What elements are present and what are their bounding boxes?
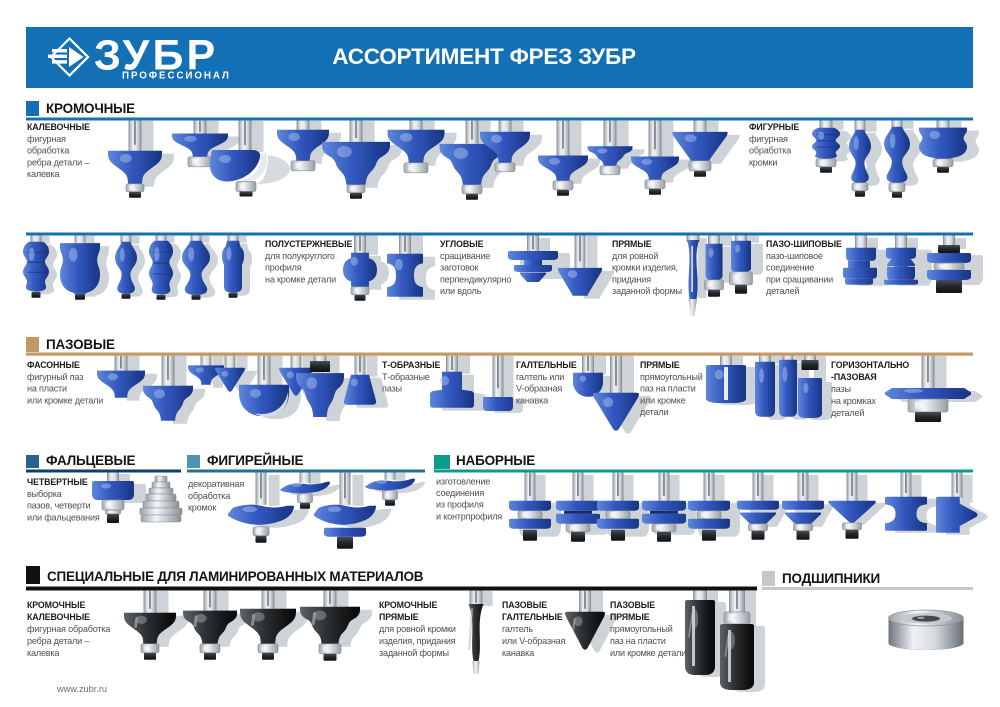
svg-text:кромки: кромки	[749, 157, 777, 167]
svg-text:профиля: профиля	[265, 263, 302, 273]
svg-text:СПЕЦИАЛЬНЫЕ ДЛЯ ЛАМИНИРОВАННЫХ: СПЕЦИАЛЬНЫЕ ДЛЯ ЛАМИНИРОВАННЫХ МАТЕРИАЛО…	[47, 569, 424, 584]
svg-text:или кромке детали: или кромке детали	[610, 648, 686, 658]
svg-text:V-образная: V-образная	[516, 384, 562, 394]
svg-text:или вдоль: или вдоль	[440, 286, 482, 296]
svg-text:-ПАЗОВАЯ: -ПАЗОВАЯ	[831, 372, 877, 382]
svg-text:или фальцевания: или фальцевания	[27, 512, 100, 522]
svg-text:КРОМОЧНЫЕ: КРОМОЧНЫЕ	[27, 600, 85, 610]
svg-text:фигурный паз: фигурный паз	[27, 372, 83, 382]
svg-text:сращивание: сращивание	[440, 251, 490, 261]
svg-text:ПОДШИПНИКИ: ПОДШИПНИКИ	[782, 571, 880, 586]
svg-text:и контрпрофиля: и контрпрофиля	[436, 511, 502, 521]
svg-text:прямоугольный: прямоугольный	[610, 624, 673, 634]
svg-text:КРОМОЧНЫЕ: КРОМОЧНЫЕ	[46, 101, 135, 116]
svg-text:изготовление: изготовление	[436, 477, 490, 487]
svg-text:заготовок: заготовок	[440, 263, 480, 273]
svg-text:при сращивании: при сращивании	[766, 274, 833, 284]
svg-text:галтель: галтель	[502, 624, 533, 634]
svg-text:деталей: деталей	[831, 408, 864, 418]
svg-text:ФИГИРЕЙНЫЕ: ФИГИРЕЙНЫЕ	[207, 453, 303, 468]
svg-text:галтель или: галтель или	[516, 372, 564, 382]
svg-text:Т-ОБРАЗНЫЕ: Т-ОБРАЗНЫЕ	[382, 360, 440, 370]
svg-text:паз на пласти: паз на пласти	[610, 636, 666, 646]
svg-text:на кромках: на кромках	[831, 396, 876, 406]
svg-text:АССОРТИМЕНТ ФРЕЗ ЗУБР: АССОРТИМЕНТ ФРЕЗ ЗУБР	[332, 44, 636, 69]
svg-text:из профиля: из профиля	[436, 500, 484, 510]
svg-text:выборка: выборка	[27, 489, 63, 499]
svg-text:ЧЕТВЕРТНЫЕ: ЧЕТВЕРТНЫЕ	[27, 477, 88, 487]
svg-text:на кромке детали: на кромке детали	[265, 274, 336, 284]
svg-text:канавка: канавка	[502, 648, 535, 658]
svg-text:фигурная: фигурная	[749, 134, 788, 144]
svg-text:обработка: обработка	[188, 491, 231, 501]
svg-text:прямоугольный: прямоугольный	[640, 372, 703, 382]
svg-text:заданной формы: заданной формы	[379, 648, 449, 658]
svg-text:www.zubr.ru: www.zubr.ru	[56, 684, 107, 694]
svg-text:ПАЗОВЫЕ: ПАЗОВЫЕ	[610, 600, 655, 610]
svg-text:калевка: калевка	[27, 169, 60, 179]
svg-text:КАЛЕВОЧНЫЕ: КАЛЕВОЧНЫЕ	[27, 122, 90, 132]
svg-text:КАЛЕВОЧНЫЕ: КАЛЕВОЧНЫЕ	[27, 612, 90, 622]
svg-text:кромки изделия,: кромки изделия,	[612, 263, 678, 273]
svg-text:для полукруглого: для полукруглого	[265, 251, 335, 261]
svg-text:фигурная: фигурная	[27, 134, 66, 144]
svg-text:ПАЗОВЫЕ: ПАЗОВЫЕ	[46, 337, 115, 352]
svg-text:ЗУБР: ЗУБР	[94, 32, 218, 80]
svg-text:ФАЛЬЦЕВЫЕ: ФАЛЬЦЕВЫЕ	[46, 453, 136, 468]
svg-text:калевка: калевка	[27, 648, 60, 658]
svg-text:фигурная обработка: фигурная обработка	[27, 624, 111, 634]
svg-text:канавка: канавка	[516, 395, 549, 405]
svg-text:соединения: соединения	[436, 488, 484, 498]
svg-text:пазы: пазы	[382, 384, 402, 394]
svg-text:декоративная: декоративная	[188, 479, 244, 489]
svg-text:перпендикулярно: перпендикулярно	[440, 274, 511, 284]
svg-text:детали: детали	[640, 407, 668, 417]
svg-text:деталей: деталей	[766, 286, 799, 296]
svg-text:заданной формы: заданной формы	[612, 286, 682, 296]
svg-text:обработка: обработка	[749, 146, 792, 156]
svg-text:для ровной: для ровной	[612, 251, 658, 261]
svg-text:ПОЛУСТЕРЖНЕВЫЕ: ПОЛУСТЕРЖНЕВЫЕ	[265, 239, 353, 249]
svg-text:пазы: пазы	[831, 384, 851, 394]
svg-text:ПРОФЕССИОНАЛ: ПРОФЕССИОНАЛ	[122, 71, 231, 82]
svg-text:соединение: соединение	[766, 263, 814, 273]
svg-text:КРОМОЧНЫЕ: КРОМОЧНЫЕ	[379, 600, 437, 610]
svg-text:ПРЯМЫЕ: ПРЯМЫЕ	[610, 612, 650, 622]
svg-text:кромок: кромок	[188, 503, 217, 513]
svg-text:ПРЯМЫЕ: ПРЯМЫЕ	[612, 239, 652, 249]
svg-text:ГОРИЗОНТАЛЬНО: ГОРИЗОНТАЛЬНО	[831, 360, 909, 370]
svg-text:Т-образные: Т-образные	[382, 372, 430, 382]
svg-text:изделия, придания: изделия, придания	[379, 636, 456, 646]
svg-text:или кромке: или кромке	[640, 395, 686, 405]
svg-text:ПАЗОВЫЕ: ПАЗОВЫЕ	[502, 600, 547, 610]
svg-text:ПАЗО-ШИПОВЫЕ: ПАЗО-ШИПОВЫЕ	[766, 239, 842, 249]
svg-text:на пласти: на пласти	[27, 384, 67, 394]
svg-text:ребра детали –: ребра детали –	[27, 157, 90, 167]
svg-text:ПРЯМЫЕ: ПРЯМЫЕ	[640, 360, 680, 370]
svg-text:ФАСОННЫЕ: ФАСОННЫЕ	[27, 360, 80, 370]
svg-text:или V-образная: или V-образная	[502, 636, 566, 646]
svg-text:или кромке детали: или кромке детали	[27, 395, 103, 405]
svg-text:пазов, четверти: пазов, четверти	[27, 501, 91, 511]
svg-text:ФИГУРНЫЕ: ФИГУРНЫЕ	[749, 122, 799, 132]
svg-text:НАБОРНЫЕ: НАБОРНЫЕ	[456, 453, 535, 468]
svg-text:УГЛОВЫЕ: УГЛОВЫЕ	[440, 239, 484, 249]
svg-text:ПРЯМЫЕ: ПРЯМЫЕ	[379, 612, 419, 622]
svg-text:паз на пласти: паз на пласти	[640, 384, 696, 394]
svg-text:ребра детали –: ребра детали –	[27, 636, 90, 646]
svg-text:придания: придания	[612, 274, 651, 284]
svg-text:ГАЛТЕЛЬНЫЕ: ГАЛТЕЛЬНЫЕ	[516, 360, 577, 370]
svg-text:пазо-шиповое: пазо-шиповое	[766, 251, 823, 261]
svg-text:ГАЛТЕЛЬНЫЕ: ГАЛТЕЛЬНЫЕ	[502, 612, 563, 622]
svg-text:обработка: обработка	[27, 146, 70, 156]
svg-text:для ровной кромки: для ровной кромки	[379, 624, 456, 634]
